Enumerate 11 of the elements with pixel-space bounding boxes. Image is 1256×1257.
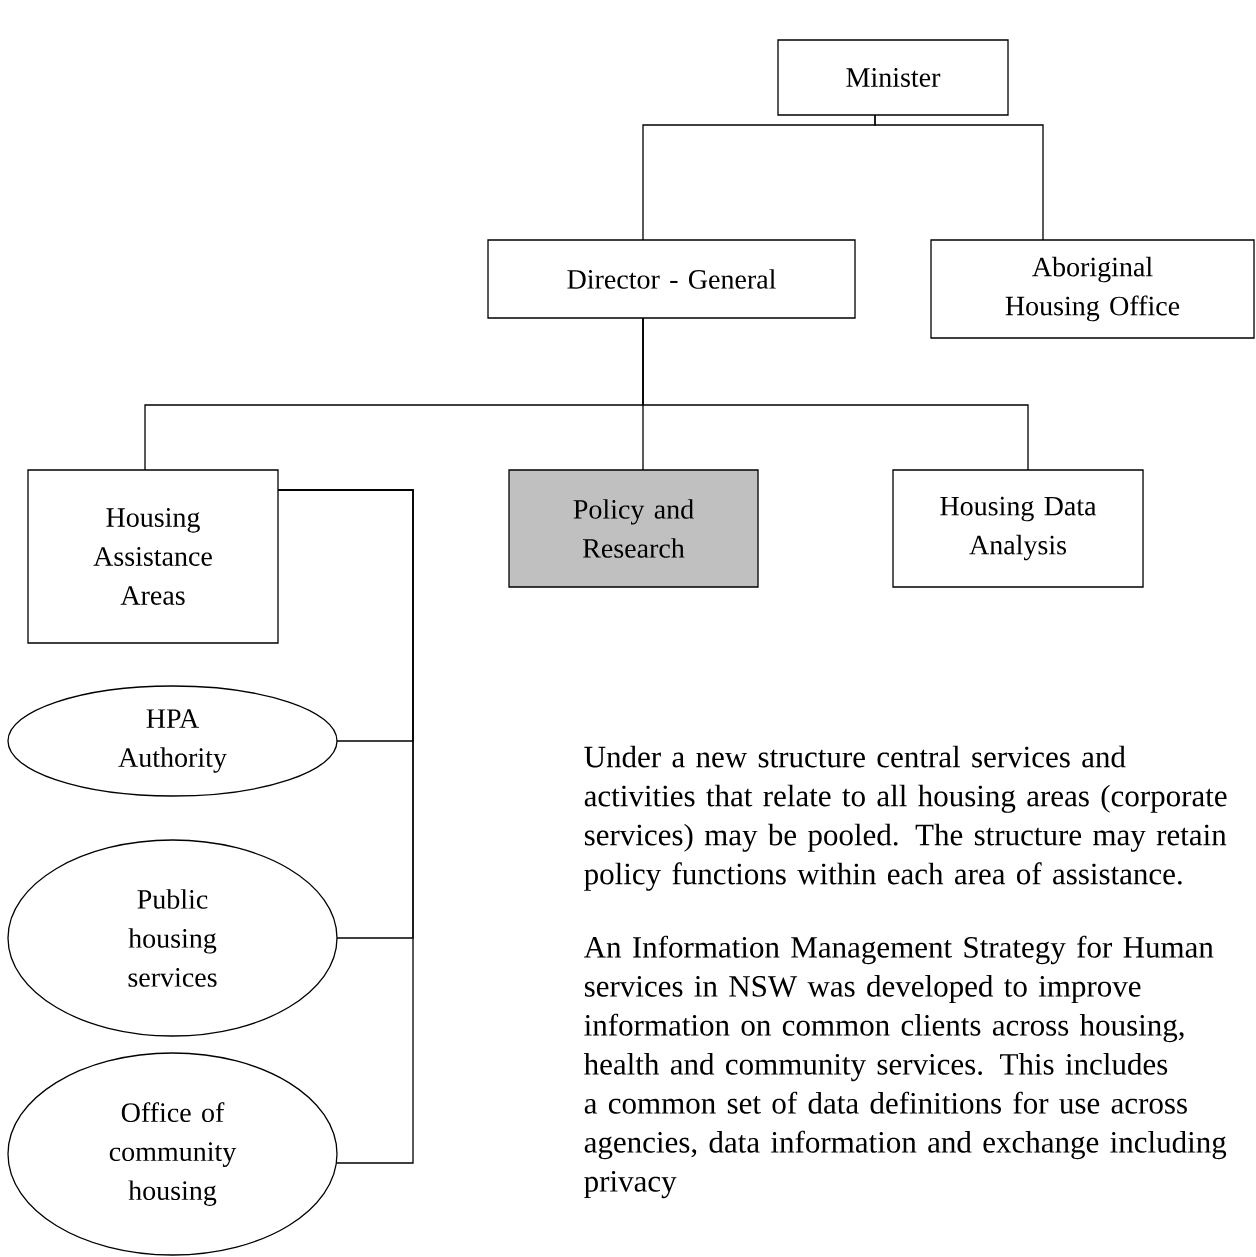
connector-line xyxy=(874,114,1044,241)
paragraph: An Information Management Strategy for Human services in NSW was developed to improve information on common clients across housing, health and community services. This includes a common set of data definitions for use across agencies, data information and exchange including privacy xyxy=(583,935,1227,1199)
connector-line xyxy=(642,317,1029,471)
org-box: Director - General xyxy=(487,239,856,319)
org-box: Aboriginal Housing Office xyxy=(930,239,1255,339)
connector-line xyxy=(277,489,414,1164)
org-box: Minister xyxy=(777,39,1009,116)
paragraph: Under a new structure central services and activities that relate to all housing areas (corporate services) may be pooled. The structure may retain policy functions within each area of assistance. xyxy=(584,745,1227,891)
org-box: Housing Data Analysis xyxy=(892,469,1144,588)
org-box: Policy and Research xyxy=(508,469,759,588)
org-box: Housing Assistance Areas xyxy=(27,469,279,644)
